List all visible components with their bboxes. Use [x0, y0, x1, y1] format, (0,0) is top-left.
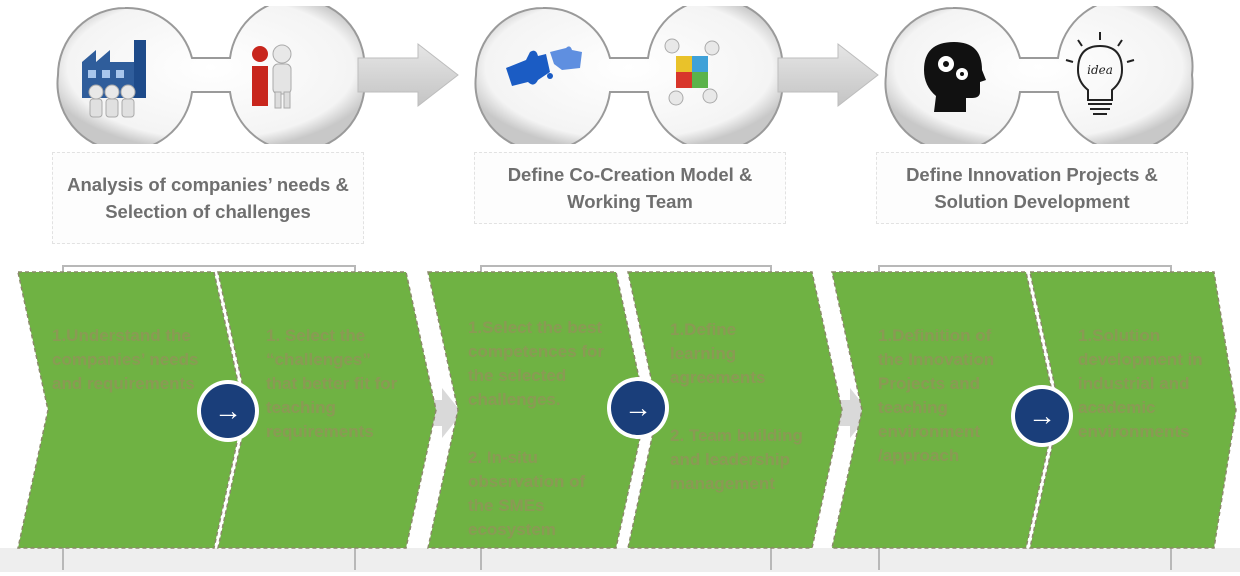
- phase-2-to-3-arrow-icon: [777, 42, 879, 108]
- idea-bulb-label: idea: [1087, 63, 1113, 77]
- idea-bulb-icon: idea: [1065, 32, 1135, 115]
- step-4-text: 1.Define learning agreements 2. Team bui…: [670, 320, 803, 493]
- phase-1-title: Analysis of companies’ needs & Selection…: [52, 152, 364, 244]
- info-person-icon: [252, 44, 292, 109]
- arrow-right-icon: →: [1015, 389, 1069, 443]
- phase-1-to-2-arrow-icon: [357, 42, 459, 108]
- factory-team-icon: [82, 40, 146, 118]
- chevron-6: [1029, 271, 1237, 549]
- step-1-text: 1.Understand the companies’ needs and re…: [52, 326, 199, 393]
- head-gears-icon: [924, 42, 986, 112]
- phase-3-title: Define Innovation Projects & Solution De…: [876, 152, 1188, 224]
- chevron-3: [427, 271, 647, 549]
- arrow-right-icon: →: [611, 381, 665, 435]
- step-connector-3: →: [1011, 385, 1073, 447]
- step-6-text: 1.Solution development in industrial and…: [1078, 326, 1203, 441]
- step-connector-1: →: [197, 380, 259, 442]
- team-puzzle-icon: [664, 38, 720, 106]
- step-3-text: 1.Select the best competences for the se…: [468, 318, 605, 539]
- bottom-band: [0, 548, 1240, 572]
- phase-1-icon-pair: [56, 6, 366, 144]
- phase-2-icon-pair: [474, 6, 784, 144]
- puzzle-pieces-icon: [506, 46, 582, 86]
- chevron-1: [17, 271, 245, 549]
- step-connector-2: →: [607, 377, 669, 439]
- phase-3-icon-pair: idea: [884, 6, 1194, 144]
- phase-2-title: Define Co-Creation Model & Working Team: [474, 152, 786, 224]
- chevron-5: [831, 271, 1057, 549]
- arrow-right-icon: →: [201, 384, 255, 438]
- step-5-text: 1.Definition of the Innovation Projects …: [878, 326, 995, 465]
- step-2-text: 1. Select the “challenges” that better f…: [266, 326, 398, 441]
